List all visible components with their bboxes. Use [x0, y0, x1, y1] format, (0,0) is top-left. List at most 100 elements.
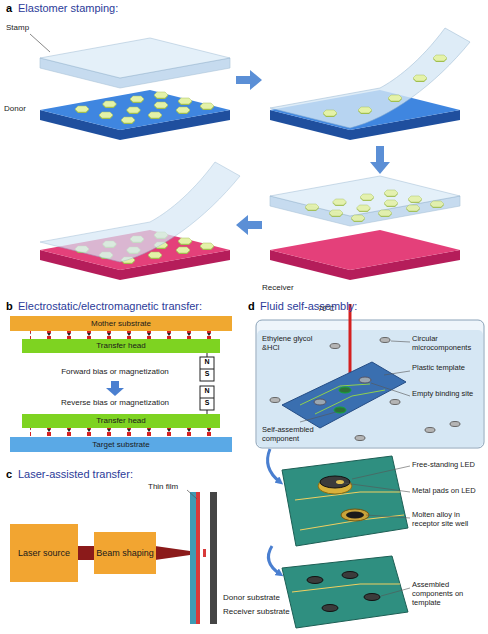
- fluid-self-assembly: [450, 422, 460, 427]
- fluid-self-assembly: [268, 449, 280, 482]
- fluid-self-assembly: [364, 594, 380, 601]
- stamping-step-3: [270, 230, 460, 270]
- stamping-step-2: [433, 55, 447, 62]
- part-label: Empty binding site: [412, 389, 480, 398]
- part-label: Circular microcomponents: [412, 334, 480, 352]
- fluid-self-assembly: [339, 387, 351, 393]
- laser-transfer: [210, 492, 217, 624]
- electrostatic-transfer: [106, 381, 124, 396]
- fluid-self-assembly: [390, 400, 400, 405]
- electrostatic-transfer: [200, 369, 214, 370]
- fluid-self-assembly: [315, 390, 385, 414]
- magnet-pole: S: [200, 399, 214, 407]
- part-label: Receiver substrate: [223, 607, 290, 617]
- stamping-step-1: [30, 34, 230, 140]
- box-text: Transfer head: [96, 416, 146, 425]
- panel-letter: c: [6, 468, 12, 481]
- part-label: Plastic template: [412, 363, 480, 372]
- substrate-box: Mother substrate: [10, 316, 232, 331]
- part-label: Receiver: [262, 283, 294, 293]
- fluid-self-assembly: [330, 344, 340, 349]
- fluid-self-assembly: [256, 304, 484, 628]
- fluid-self-assembly: [314, 399, 326, 405]
- part-label: Assembled components on template: [412, 580, 480, 607]
- fluid-self-assembly: [342, 572, 358, 579]
- box-text: Laser source: [18, 548, 70, 558]
- fluid-self-assembly: [307, 577, 323, 584]
- electrostatic-transfer: [207, 353, 208, 357]
- optics-box: Beam shaping: [94, 532, 156, 574]
- fluid-self-assembly: [341, 509, 369, 521]
- fluid-self-assembly: [320, 476, 350, 488]
- transfer-head: Transfer head: [22, 414, 220, 428]
- fluid-self-assembly: [371, 383, 410, 396]
- stamping-step-1: [40, 90, 230, 130]
- stamping-step-4: [40, 162, 240, 262]
- substrate-box: Target substrate: [10, 437, 232, 452]
- fluid-self-assembly: [384, 371, 410, 375]
- fluid-self-assembly: [270, 398, 280, 403]
- fluid-self-assembly: [344, 483, 410, 492]
- panel-heading: Electrostatic/electromagnetic transfer:: [18, 300, 202, 313]
- part-label: Stamp: [6, 23, 29, 33]
- step-arrow: [236, 70, 262, 90]
- fluid-self-assembly: [300, 412, 336, 422]
- fluid-self-assembly: [336, 480, 344, 484]
- panel-letter: b: [6, 300, 13, 313]
- laser-transfer: [187, 490, 197, 499]
- stamping-step-2: [270, 28, 470, 140]
- fluid-self-assembly: [268, 546, 280, 574]
- fluid-self-assembly: [322, 605, 338, 612]
- part-label: Thin film: [148, 482, 178, 492]
- fluid-self-assembly: [355, 436, 365, 441]
- laser-box: Laser source: [10, 524, 78, 582]
- electrostatic-transfer: [200, 357, 214, 381]
- magnet-pole: N: [200, 387, 214, 395]
- panel-heading: Laser-assisted transfer:: [18, 468, 133, 481]
- part-label: Free-standing LED: [412, 460, 480, 469]
- electrostatic-transfer: [30, 428, 220, 436]
- fluid-self-assembly: [256, 320, 484, 448]
- laser-transfer: [203, 549, 206, 557]
- stamping-step-3: [305, 190, 444, 222]
- panel-heading: Elastomer stamping:: [18, 2, 118, 15]
- laser-transfer: [148, 490, 217, 624]
- part-label: Molten alloy in receptor site well: [412, 510, 480, 528]
- stamping-step-2: [323, 110, 337, 117]
- fluid-self-assembly: [359, 377, 371, 383]
- step-note: Reverse bias or magnetization: [30, 398, 200, 408]
- part-label: Self-assembled component: [262, 425, 316, 443]
- panel-heading: Fluid self-assembly:: [260, 300, 357, 313]
- electrostatic-transfer: [200, 398, 214, 399]
- fluid-self-assembly: [346, 512, 364, 519]
- box-text: Target substrate: [92, 440, 149, 449]
- temperature-label: 70°C: [318, 304, 335, 313]
- step-note: Forward bias or magnetization: [30, 367, 200, 377]
- fluid-self-assembly: [380, 338, 390, 343]
- part-label: Donor: [4, 104, 26, 114]
- transfer-head: Transfer head: [22, 339, 220, 353]
- part-label: Ethylene glycol &HCl: [262, 334, 322, 352]
- stamping-step-1: [40, 38, 230, 78]
- laser-transfer: [190, 492, 196, 624]
- fluid-self-assembly: [366, 515, 410, 518]
- stamping-step-1: [75, 92, 214, 124]
- stamping-step-3: [270, 176, 460, 280]
- stamping-step-2: [358, 107, 372, 114]
- panel-letter: d: [248, 300, 255, 313]
- electrostatic-transfer: [200, 386, 214, 410]
- fluid-self-assembly: [292, 584, 400, 592]
- step-arrow: [370, 146, 390, 174]
- fluid-self-assembly: [425, 428, 435, 433]
- box-text: Transfer head: [96, 341, 146, 350]
- fluid-self-assembly: [381, 588, 410, 596]
- magnet-pole: S: [200, 370, 214, 378]
- box-text: Beam shaping: [96, 548, 154, 558]
- laser-beam: [78, 546, 94, 560]
- laser-transfer: [196, 492, 200, 624]
- fluid-self-assembly: [282, 556, 408, 628]
- fluid-self-assembly: [282, 456, 408, 546]
- stamping-step-2: [270, 28, 470, 128]
- fluid-self-assembly: [295, 492, 400, 500]
